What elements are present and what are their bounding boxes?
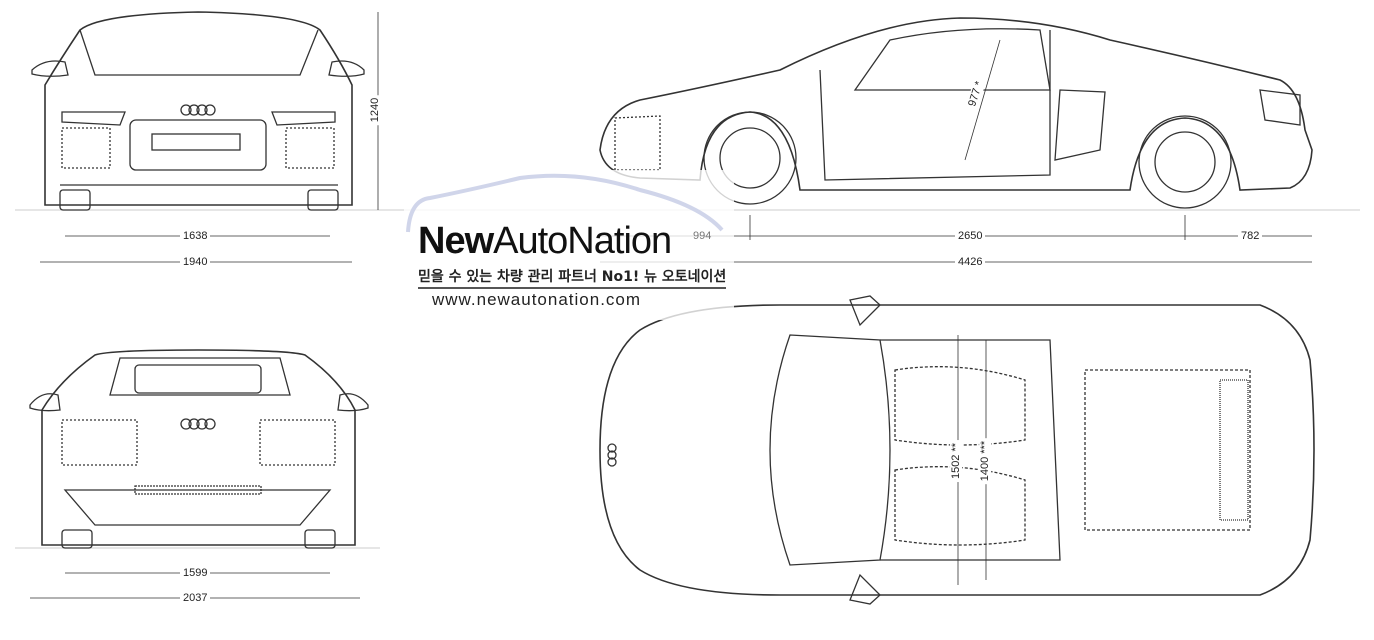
dim-rear-width: 2037 — [180, 592, 211, 604]
dim-wheelbase: 2650 — [955, 230, 986, 242]
watermark-url: www.newautonation.com — [432, 290, 642, 309]
watermark-tagline: 믿을 수 있는 차량 관리 파트너 No1! 뉴 오토네이션 — [418, 266, 727, 289]
dim-rear-overhang: 782 — [1238, 230, 1263, 242]
dim-front-track: 1638 — [180, 230, 211, 242]
dim-front-overhang: 994 — [693, 230, 712, 242]
dim-length: 4426 — [955, 256, 986, 268]
watermark-backdrop — [404, 170, 734, 320]
logo-rest: AutoNation — [493, 220, 672, 262]
dim-rear-track: 1599 — [180, 567, 211, 579]
rear-view — [29, 349, 369, 549]
side-view — [599, 17, 1313, 209]
dim-interior-width-rear: 1400 *** — [979, 437, 992, 485]
logo-bold: New — [418, 220, 494, 262]
dim-interior-width-front: 1502 ** — [950, 439, 963, 483]
watermark-logo: NewAutoNation — [418, 220, 672, 263]
dim-front-width: 1940 — [180, 256, 211, 268]
front-view — [31, 11, 365, 211]
top-view — [599, 295, 1315, 605]
dim-front-height: 1240 — [369, 94, 382, 126]
